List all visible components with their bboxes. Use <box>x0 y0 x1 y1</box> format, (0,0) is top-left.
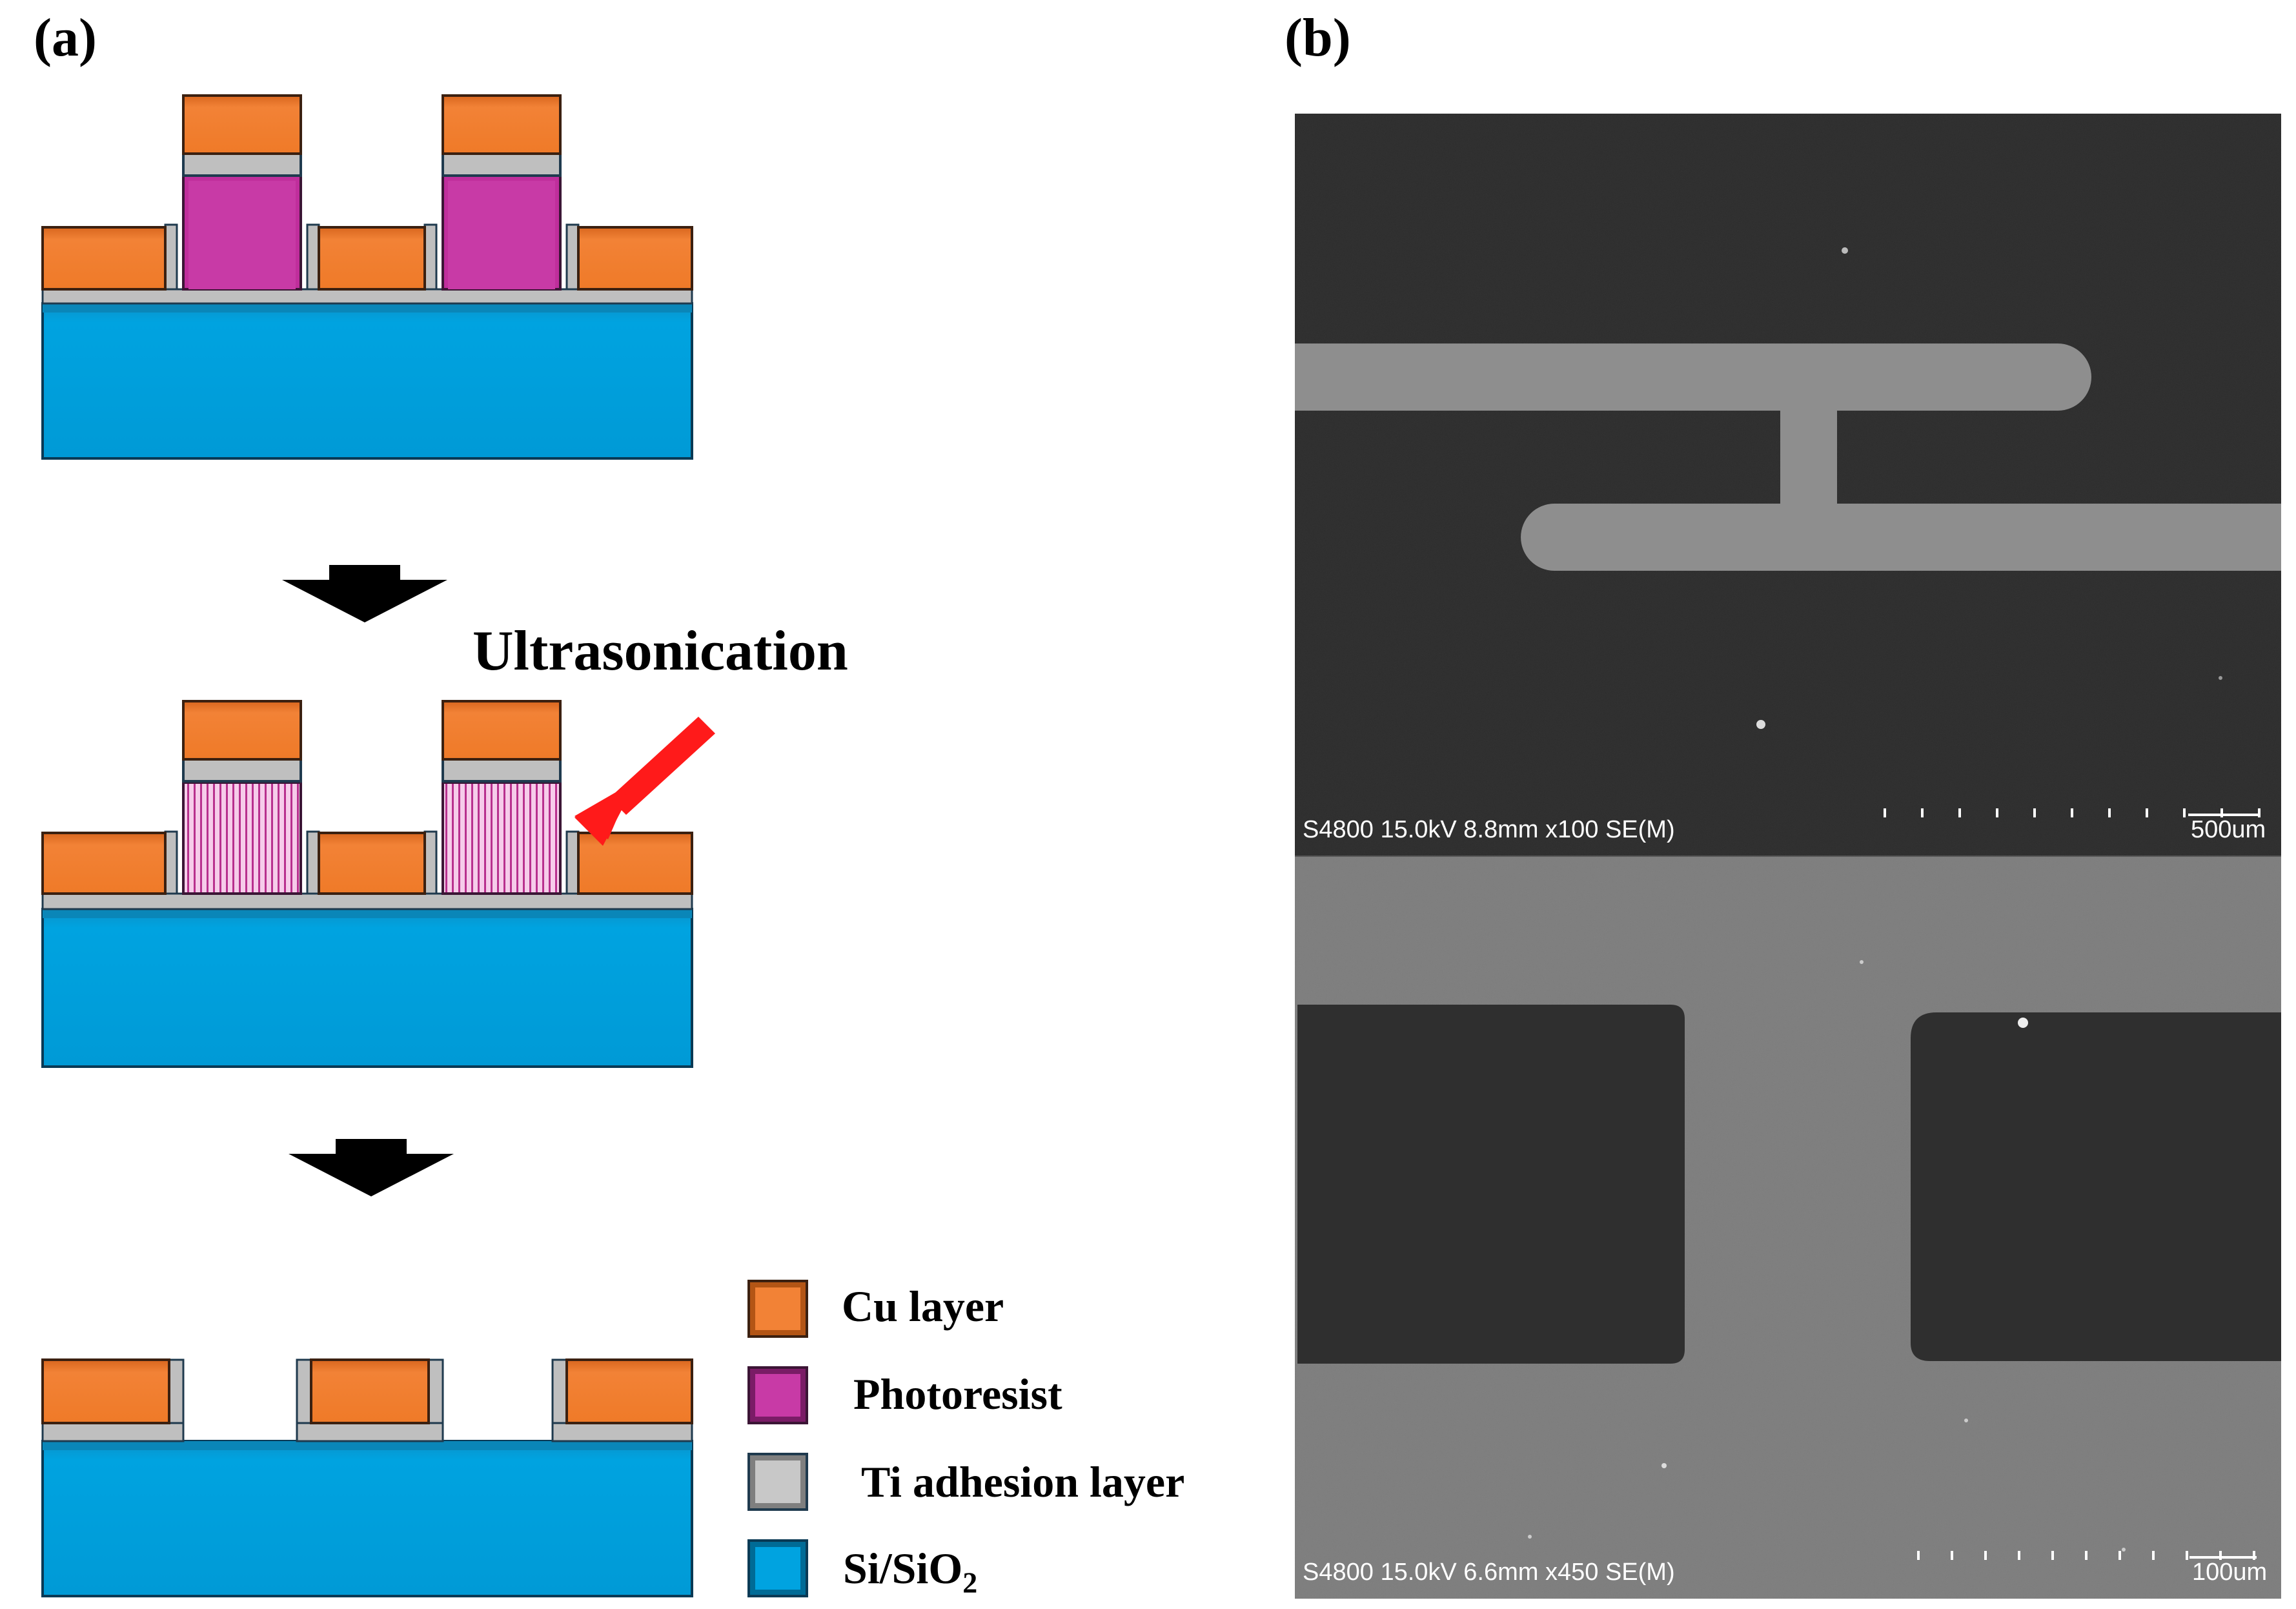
cu-pad <box>565 1358 693 1424</box>
sem-info-bottom: S4800 15.0kV 6.6mm x450 SE(M) <box>1303 1559 1675 1586</box>
ti-layer <box>41 892 693 910</box>
cu-pad <box>41 832 167 895</box>
photoresist-swollen <box>182 781 302 895</box>
cu-pad <box>310 1358 430 1424</box>
red-arrow <box>574 717 715 846</box>
sem-trace <box>1521 504 2281 571</box>
diagram-step-3 <box>41 1358 693 1597</box>
sem-scale-label-top: 500um <box>2191 816 2266 843</box>
legend <box>747 1280 808 1597</box>
cu-pad <box>577 832 693 895</box>
sem-image-bottom <box>1295 856 2281 1599</box>
sem-scale-label-bottom: 100um <box>2192 1559 2268 1586</box>
sem-trace <box>1295 343 2091 411</box>
cu-pad <box>41 226 167 291</box>
legend-swatch-substrate <box>747 1539 808 1597</box>
cu-pad <box>318 226 426 291</box>
substrate <box>41 908 693 1068</box>
subscript: 2 <box>962 1566 978 1599</box>
cu-cap <box>182 94 302 155</box>
substrate <box>41 1440 693 1597</box>
cu-pad <box>318 832 426 895</box>
legend-label-substrate: Si/SiO2 <box>843 1544 978 1599</box>
sem-scale-bar <box>1884 808 2260 817</box>
cu-cap <box>182 700 302 761</box>
sem-info-top: S4800 15.0kV 8.8mm x100 SE(M) <box>1303 816 1675 843</box>
legend-label-photoresist: Photoresist <box>853 1369 1062 1419</box>
panel-a-label: (a) <box>34 8 97 68</box>
ultrasonication-label: Ultrasonication <box>472 620 848 682</box>
sem-trace <box>1780 411 1837 507</box>
cu-cap <box>442 700 562 761</box>
cu-cap <box>442 94 562 155</box>
legend-label-cu: Cu layer <box>842 1282 1004 1331</box>
photoresist-swollen <box>442 781 562 895</box>
legend-swatch-cu <box>747 1280 808 1338</box>
sem-image-top <box>1295 114 2281 856</box>
down-arrow <box>282 565 447 622</box>
down-arrow <box>289 1139 454 1196</box>
cu-pad <box>41 1358 170 1424</box>
sem-scale-bar <box>1917 1551 2257 1560</box>
diagram-step-2 <box>41 700 693 1068</box>
sem-gap <box>1297 1005 1685 1364</box>
legend-swatch-ti <box>747 1453 808 1511</box>
diagram-step-1 <box>41 94 693 460</box>
cu-pad <box>577 226 693 291</box>
sem-gap <box>1911 1012 2281 1361</box>
panel-b-label: (b) <box>1285 8 1351 68</box>
legend-swatch-photoresist <box>747 1366 808 1424</box>
ti-layer <box>41 288 693 305</box>
substrate <box>41 302 693 460</box>
legend-label-ti: Ti adhesion layer <box>861 1457 1185 1506</box>
